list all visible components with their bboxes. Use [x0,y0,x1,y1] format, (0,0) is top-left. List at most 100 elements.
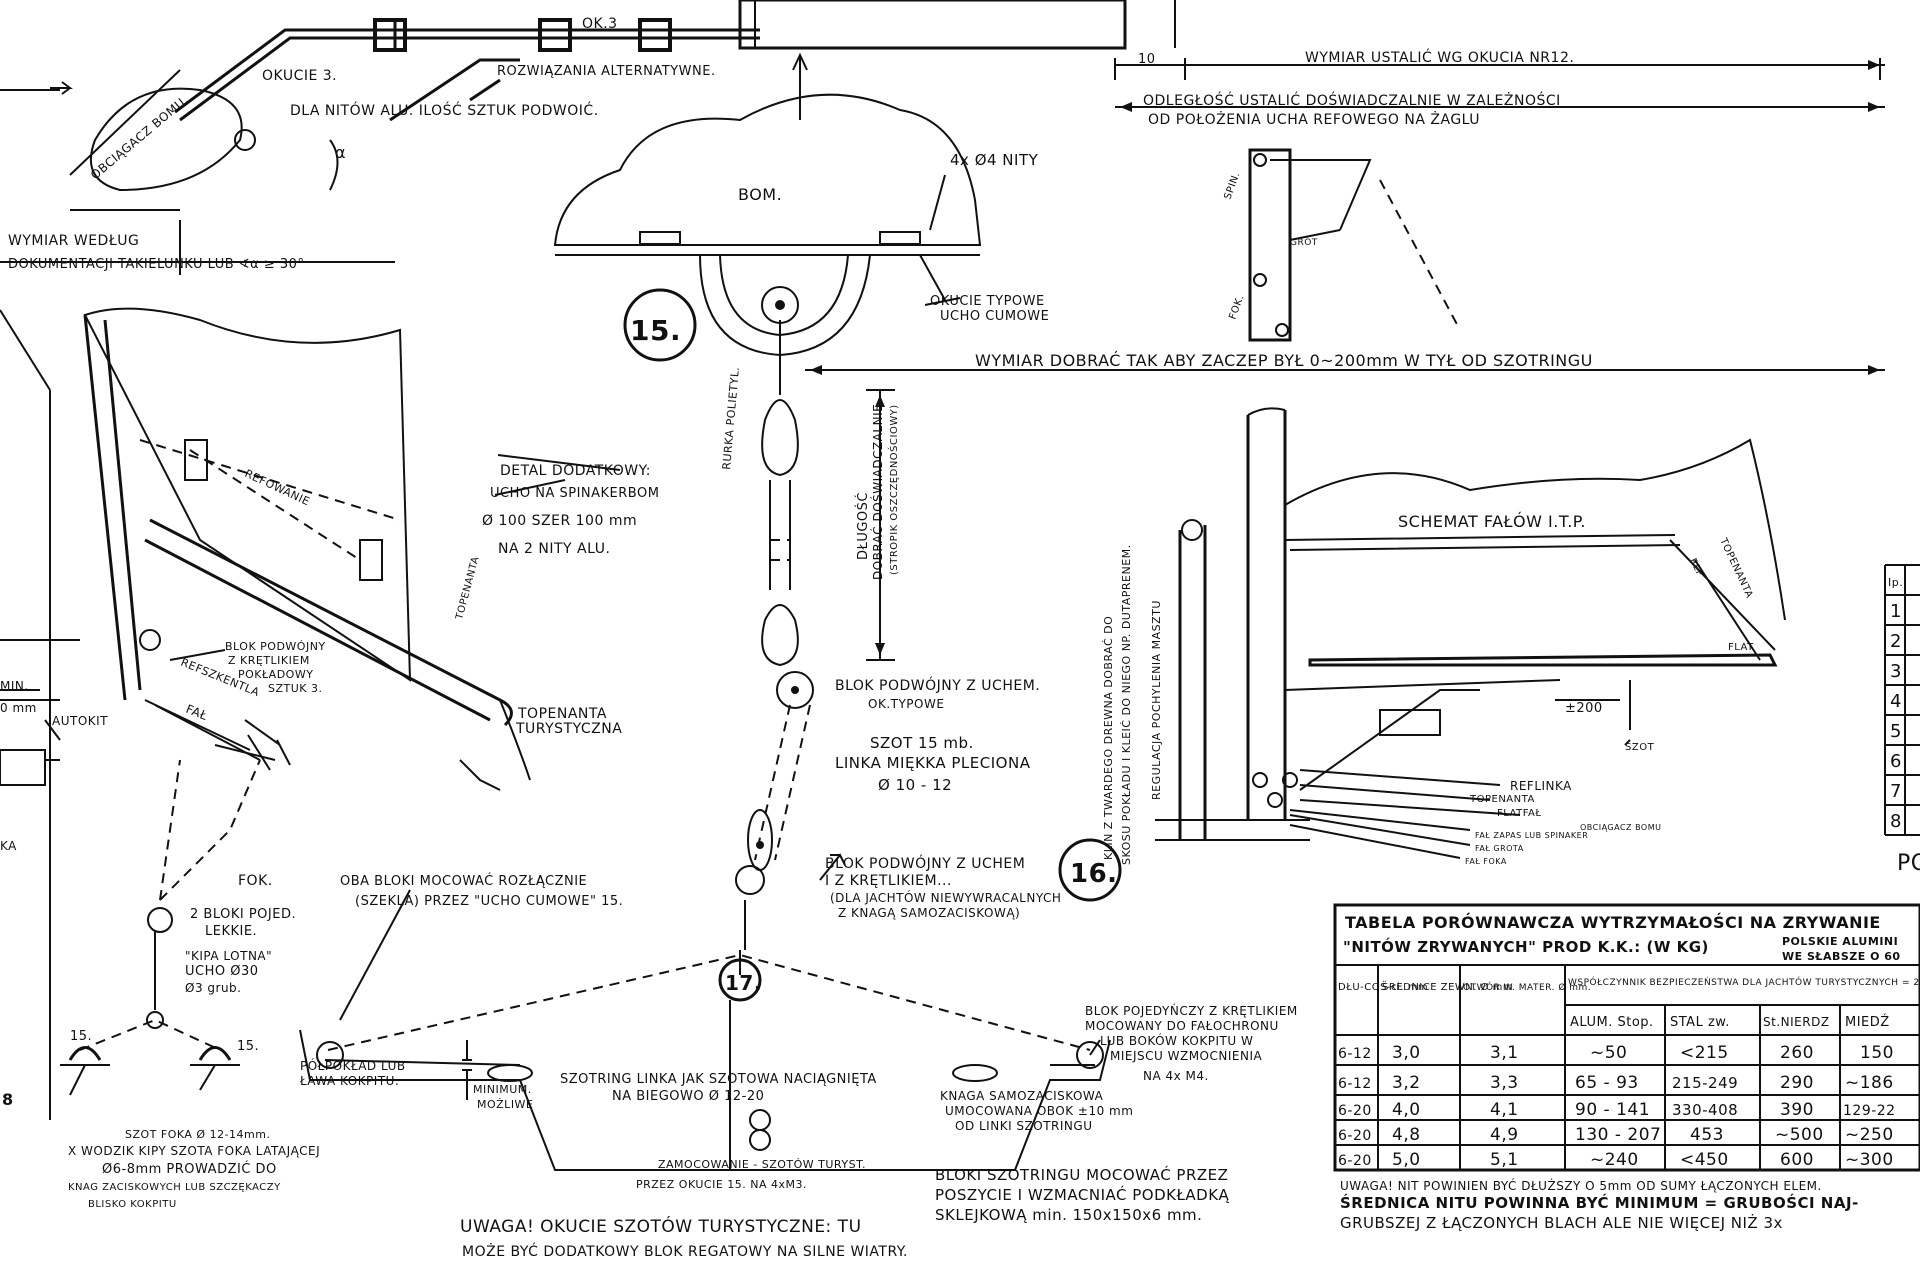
length-experimental-label: DOBRAĆ DOŚWIADCZALNIE [870,404,885,580]
typical-ok-label: OK.TYPOWE [868,697,944,711]
flat-label: FLAT [1728,642,1754,653]
flying-fairlead-label: "KIPA LOTNA" [185,949,272,963]
mounting-label: ZAMOCOWANIE - SZOTÓW TURYST. [658,1158,866,1171]
shackle-label: (SZEKLA) PRZEZ "UCHO CUMOWE" 15. [355,894,623,909]
right-table-row-3: 3 [1890,661,1902,682]
two-rivets-label: NA 2 NITY ALU. [498,541,610,557]
svg-text:~50: ~50 [1590,1043,1627,1063]
callout-15-number: 15. [630,314,681,347]
svg-text:330-408: 330-408 [1672,1101,1738,1119]
svg-text:4,9: 4,9 [1490,1125,1519,1145]
mast-rake-label: REGULACJA POCHYLENIA MASZTU [1150,600,1163,800]
table-title-line4: WE SŁABSZE O 60 [1782,950,1901,963]
traveller-line-label: SZOTRING LINKA JAK SZOTOWA NACIĄGNIĘTA [560,1072,877,1087]
reef-line-scheme-label: REFLINKA [1510,779,1572,793]
cockpit-bench-label: ŁAWA KOKPITU. [299,1074,399,1088]
table-title-line1: TABELA PORÓWNAWCZA WYTRZYMAŁOŚCI NA ZRYW… [1345,913,1881,932]
length-strop-label: (STROPIK OSZCZĘDNOŚCIOWY) [887,404,900,575]
table-row: 6-12 3,0 3,1 ~50 <215 260 150 [1338,1043,1893,1063]
cleats-label: KNAG ZACISKOWYCH LUB SZCZĘKACZY [68,1182,281,1193]
dimension-by-label: WYMIAR WEDŁUG [8,233,139,249]
svg-text:6-20: 6-20 [1338,1153,1372,1169]
table-note-line2: ŚREDNICA NITU POWINNA BYĆ MINIMUM = GRUB… [1340,1193,1859,1212]
table-note-line1: UWAGA! NIT POWINIEN BYĆ DŁUŻSZY O 5mm OD… [1340,1178,1822,1193]
svg-text:3,2: 3,2 [1392,1073,1421,1093]
col-diameter-header: ŚREDNICE ZEWN. Ø mm [1382,980,1513,993]
table-title-line2: "NITÓW ZRYWANYCH" PROD K.K.: (W KG) [1343,937,1709,956]
table-title-line3: POLSKIE ALUMINI [1782,935,1898,948]
m4-label: NA 4x M4. [1143,1069,1209,1083]
fok-jib-label: FOK. [238,873,273,889]
noncapsizing-label: (DLA JACHTÓW NIEWYWRACALNYCH [830,890,1061,905]
angle-alpha-label: α [335,143,346,162]
spare-halyard-label: FAŁ ZAPAS LUB SPINAKER [1475,831,1588,840]
cockpit-sides-label: LUB BOKÓW KOKPITU W [1100,1033,1253,1048]
wedge-note-1: KLIN Z TWARDEGO DREWNA DOBRAĆ DO [1102,616,1115,860]
double-block-deck-label4: SZTUK 3. [268,682,323,695]
eye-size-label: Ø 100 SZER 100 mm [482,513,637,529]
double-block-label: BLOK PODWÓJNY Z UCHEM. [835,676,1040,694]
two-blocks-label: 2 BLOKI POJED. [190,907,296,922]
number-8-label: 8 [2,1090,14,1109]
col-coefficient-header: WSPÓŁCZYNNIK BEZPIECZEŃSTWA DLA JACHTÓW … [1568,976,1920,988]
cam-cleat-label: KNAGA SAMOZACISKOWA [940,1089,1104,1103]
svg-text:~500: ~500 [1775,1125,1824,1145]
sheet-15mb-label: SZOT 15 mb. [870,734,974,752]
mast-halyard-scheme: KLIN Z TWARDEGO DREWNA DOBRAĆ DO SKOSU P… [1102,407,1786,866]
jib-fairlead-detail: FOK. 2 BLOKI POJED. LEKKIE. "KIPA LOTNA"… [2,759,320,1210]
thick-3-label: Ø3 grub. [185,981,241,995]
zero-mm-label: 0 mm [0,701,37,715]
svg-text:4,1: 4,1 [1490,1100,1519,1120]
svg-text:6-20: 6-20 [1338,1128,1372,1144]
right-table-row-9: 9 [1890,829,1891,831]
boom-label: BOM. [738,185,782,204]
near-cockpit-label: BLISKO KOKPITU [88,1199,177,1210]
right-number-table: Ip. 1 2 3 4 5 6 7 8 9 PO [1884,564,1920,876]
boom-fitting-15: BOM. 4x Ø4 NITY OKUCIE TYPOWE UCHO CUMOW… [553,52,1049,362]
topping-lift-label: TOPENANTA [517,706,607,722]
traveller-detail: OBA BLOKI MOCOWAĆ ROZŁĄCZNIE (SZEKLA) PR… [299,873,1297,1260]
svg-text:6-12: 6-12 [1338,1076,1372,1092]
sub-steel-header: STAL zw. [1670,1015,1730,1030]
traveller-blocks-note1: BLOKI SZOTRINGU MOCOWAĆ PRZEZ [935,1165,1228,1184]
table-row: 6-20 5,0 5,1 ~240 <450 600 ~300 [1338,1150,1894,1170]
top-right-dimensions: 10 WYMIAR USTALIĆ WG OKUCIA NR12. ODLEGŁ… [738,0,1885,342]
half-deck-label: PÓŁPOKŁAD LUB [300,1058,406,1073]
callout-16-circle [1058,838,1122,902]
double-block-swivel-label: BLOK PODWÓJNY Z UCHEM [825,854,1025,872]
typical-fitting-label: OKUCIE TYPOWE [930,294,1045,309]
fitting-15-right-label: 15. [237,1039,259,1054]
svg-text:290: 290 [1780,1073,1814,1093]
extra-detail-label: DETAL DODATKOWY: [500,463,651,479]
svg-text:130 - 207: 130 - 207 [1575,1125,1661,1145]
svg-text:<450: <450 [1680,1150,1729,1170]
through-fitting-label: PRZEZ OKUCIE 15. NA 4xM3. [636,1178,807,1191]
boom-vang-scheme-label: OBCIĄGACZ BOMU [1580,823,1661,832]
possible-label: MOŻLIWE [477,1098,533,1111]
traveller-blocks-note3: SKLEJKOWĄ min. 150x150x6 mm. [935,1206,1202,1224]
table-row: 6-20 4,0 4,1 90 - 141 330-408 390 129-22 [1338,1100,1896,1120]
right-table-row-6: 6 [1890,751,1902,772]
sub-stainless-header: St.NIERDZ [1763,1015,1830,1029]
plus-minus-200-label: ±200 [1565,701,1603,716]
cam-cleat-position-label: UMOCOWANA OBOK ±10 mm [945,1104,1133,1118]
length-label: DŁUGOŚĆ [855,492,871,560]
warning-extra-block: MOŻE BYĆ DODATKOWY BLOK REGATOWY NA SILN… [462,1242,908,1260]
jib-sheet-label: SZOT FOKA Ø 12-14mm. [125,1128,270,1141]
main-halyard-label: FAŁ GROTA [1475,844,1524,853]
with-swivel-label: I Z KRĘTLIKIEM... [825,873,952,889]
coaming-label: MOCOWANY DO FAŁOCHRONU [1085,1019,1279,1033]
right-table-row-4: 4 [1890,691,1902,712]
svg-text:~300: ~300 [1845,1150,1894,1170]
from-traveller-label: OD LINKI SZOTRINGU [955,1119,1092,1133]
right-table-row-5: 5 [1890,721,1902,742]
rivets-label: 4x Ø4 NITY [950,151,1039,169]
svg-text:129-22: 129-22 [1843,1103,1896,1119]
right-table-row-1: 1 [1890,601,1902,622]
svg-text:6-12: 6-12 [1338,1046,1372,1062]
double-block-deck-label1: BLOK PODWÓJNY [225,640,326,653]
right-table-row-2: 2 [1890,631,1902,652]
self-cleat-label: Z KNAGĄ SAMOZACISKOWĄ) [838,906,1020,920]
right-table-row-7: 7 [1890,781,1902,802]
